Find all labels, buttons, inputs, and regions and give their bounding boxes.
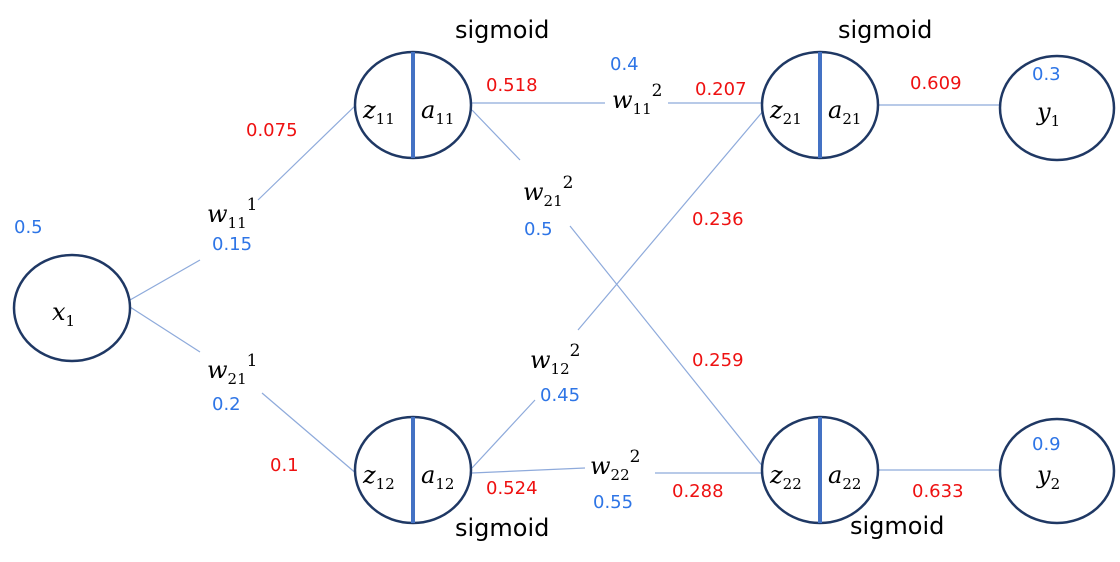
a21-value: 0.609	[910, 73, 962, 94]
svg-text:a22: a22	[828, 461, 861, 493]
w11-2-product: 0.207	[695, 79, 747, 100]
w22-2-value: 0.55	[593, 492, 633, 513]
weight-w12-2: w122	[530, 341, 580, 378]
svg-text:x1: x1	[52, 298, 75, 330]
edge-h11-w21-2	[471, 109, 521, 161]
svg-text:z11: z11	[362, 96, 395, 128]
edge-x1-w21-1	[129, 306, 201, 353]
edge-h12-w12-2	[471, 399, 536, 469]
a12-value: 0.524	[486, 478, 538, 499]
w12-2-product: 0.236	[692, 209, 744, 230]
svg-text:a21: a21	[828, 96, 861, 128]
svg-text:a11: a11	[421, 96, 454, 128]
a22-value: 0.633	[912, 481, 964, 502]
target-node-y2: y2	[998, 417, 1116, 525]
edge-x1-w11-1	[129, 259, 201, 301]
weight-w22-2: w222	[590, 447, 640, 484]
activation-label-h11: sigmoid	[455, 16, 549, 44]
hidden-node-11: z11 a11	[353, 50, 473, 160]
hidden-node-12: z12 a12	[353, 415, 473, 525]
x1-value: 0.5	[14, 217, 43, 238]
activation-label-o22: sigmoid	[850, 512, 944, 540]
target-node-y1: y1	[998, 54, 1116, 162]
w21-2-product: 0.259	[692, 350, 744, 371]
svg-text:a12: a12	[421, 461, 454, 493]
input-node-x1: x1	[12, 253, 132, 363]
weight-w11-1: w111	[207, 195, 257, 232]
edge-h12-w22-2	[471, 467, 586, 474]
weight-w11-2: w112	[612, 81, 662, 118]
edge-w21-2-o22	[569, 225, 765, 469]
edge-w11-1-h11	[257, 102, 359, 201]
edges	[129, 102, 1000, 476]
weight-w21-1: w211	[207, 351, 257, 388]
y1-target-value: 0.3	[1032, 64, 1061, 85]
w21-1-product: 0.1	[270, 455, 299, 476]
w21-2-value: 0.5	[524, 219, 553, 240]
w21-1-value: 0.2	[212, 394, 241, 415]
w12-2-value: 0.45	[540, 385, 580, 406]
w11-1-value: 0.15	[212, 234, 252, 255]
w11-1-product: 0.075	[246, 120, 298, 141]
svg-text:y2: y2	[1036, 461, 1060, 493]
svg-text:z21: z21	[769, 96, 802, 128]
svg-text:y1: y1	[1036, 98, 1060, 130]
output-node-21: z21 a21	[760, 50, 880, 160]
activation-label-h12: sigmoid	[455, 514, 549, 542]
edge-w21-1-h12	[261, 392, 359, 476]
edge-w12-2-o21	[577, 109, 765, 331]
w22-2-product: 0.288	[672, 481, 724, 502]
weight-w21-2: w212	[523, 173, 573, 210]
svg-text:z22: z22	[769, 461, 802, 493]
output-node-22: z22 a22	[760, 415, 880, 525]
w11-2-value: 0.4	[610, 54, 639, 75]
activation-label-o21: sigmoid	[838, 16, 932, 44]
y2-target-value: 0.9	[1032, 434, 1061, 455]
svg-text:z12: z12	[362, 461, 395, 493]
a11-value: 0.518	[486, 75, 538, 96]
